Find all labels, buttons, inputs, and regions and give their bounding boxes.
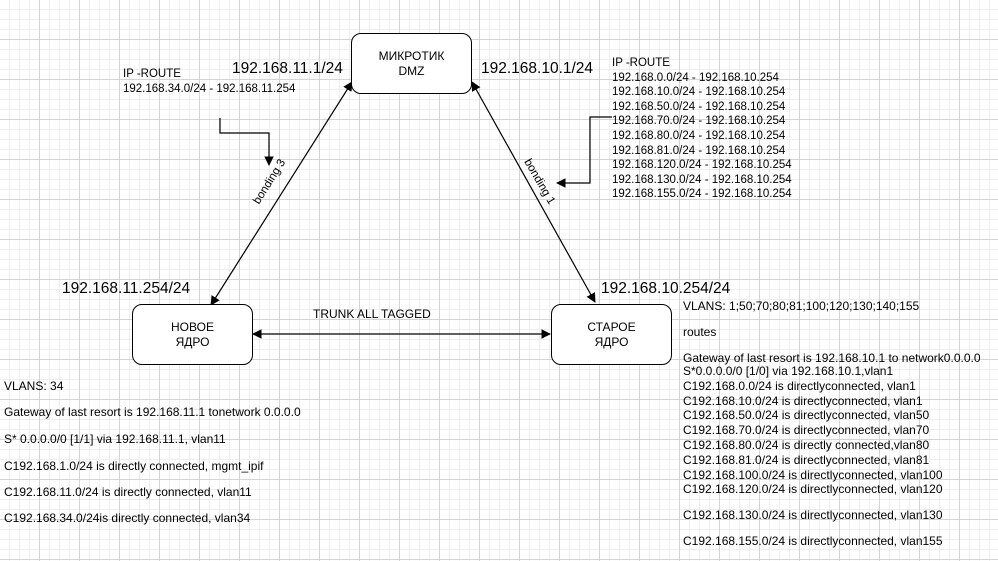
old-core-route-line: C192.168.130.0/24 is directlyconnected, … [683,508,943,522]
route-line: 192.168.155.0/24 - 192.168.10.254 [612,188,792,201]
old-core-ip: 192.168.10.254/24 [601,280,731,297]
route-line: 192.168.120.0/24 - 192.168.10.254 [612,159,792,172]
new-core-route-line: C192.168.34.0/24is directly connected, v… [4,511,251,525]
bonding1-link [471,81,596,303]
old-core-route-line: S*0.0.0.0/0 [1/0] via 192.168.10.1,vlan1 [683,364,894,378]
left-ip-route-title: IP -ROUTE [123,68,181,80]
left-ip-route: IP -ROUTE 192.168.34.0/24 - 192.168.11.2… [123,67,295,96]
route-line: 192.168.81.0/24 - 192.168.10.254 [612,144,786,157]
old-core-route-line: C192.168.155.0/24 is directlyconnected, … [683,534,943,548]
new-core-ip: 192.168.11.254/24 [62,280,191,297]
trunk-label: TRUNK ALL TAGGED [313,307,431,321]
route-line: 192.168.130.0/24 - 192.168.10.254 [612,173,792,186]
dmz-left-ip: 192.168.11.1/24 [232,60,343,77]
node-dmz-line2: DMZ [398,63,425,78]
old-core-route-line: C192.168.81.0/24 is directlyconnected, v… [683,452,930,467]
node-mikrotik-dmz[interactable]: МИКРОТИК DMZ [351,33,472,94]
old-core-gateway: Gateway of last resort is 192.168.10.1 t… [683,351,981,365]
new-core-route-line: C192.168.11.0/24 is directly connected, … [4,485,252,499]
old-core-route-line: C192.168.100.0/24 is directlyconnected, … [683,467,943,482]
route-line: 192.168.70.0/24 - 192.168.10.254 [612,115,786,128]
right-ip-route: IP -ROUTE 192.168.0.0/24 - 192.168.10.25… [612,56,792,202]
old-core-route-line: C192.168.50.0/24 is directlyconnected, v… [683,408,930,423]
right-ip-route-title: IP -ROUTE [612,57,670,69]
new-core-vlans: VLANS: 34 [4,379,64,393]
bonding3-link [210,81,353,306]
node-old-core-line2: ЯДРО [594,334,629,349]
new-core-gateway: Gateway of last resort is 192.168.11.1 t… [4,405,301,419]
node-new-core-line2: ЯДРО [175,334,210,349]
old-core-routes-title: routes [683,325,717,339]
old-core-route-line: C192.168.70.0/24 is directlyconnected, v… [683,423,930,438]
old-core-routes: S*0.0.0.0/0 [1/0] via 192.168.10.1,vlan1… [683,364,943,497]
route-line: 192.168.50.0/24 - 192.168.10.254 [612,100,786,113]
route-line: 192.168.0.0/24 - 192.168.10.254 [612,71,779,84]
old-core-route-line: C192.168.10.0/24 is directlyconnected, v… [683,393,923,408]
route-line: 192.168.10.0/24 - 192.168.10.254 [612,86,786,99]
old-core-route-line: C192.168.120.0/24 is directlyconnected, … [683,482,943,497]
node-new-core[interactable]: НОВОЕ ЯДРО [132,304,253,365]
dmz-right-ip: 192.168.10.1/24 [481,60,594,77]
node-old-core[interactable]: СТАРОЕ ЯДРО [551,304,672,365]
old-core-route-line: C192.168.80.0/24 is directly connected,v… [683,437,930,452]
new-core-route-line: C192.168.1.0/24 is directly connected, m… [4,459,264,473]
old-core-route-line: C192.168.0.0/24 is directlyconnected, vl… [683,378,916,393]
old-core-vlans: VLANS: 1;50;70;80;81;100;120;130;140;155 [683,299,920,313]
node-dmz-line1: МИКРОТИК [378,48,445,63]
node-new-core-line1: НОВОЕ [171,319,214,334]
left-route-pointer [219,118,274,166]
left-ip-route-line: 192.168.34.0/24 - 192.168.11.254 [123,82,296,95]
new-core-default-route: S* 0.0.0.0/0 [1/1] via 192.168.11.1, vla… [4,432,226,446]
right-route-pointer [556,116,612,188]
node-old-core-line1: СТАРОЕ [587,319,636,334]
route-line: 192.168.80.0/24 - 192.168.10.254 [612,129,786,142]
